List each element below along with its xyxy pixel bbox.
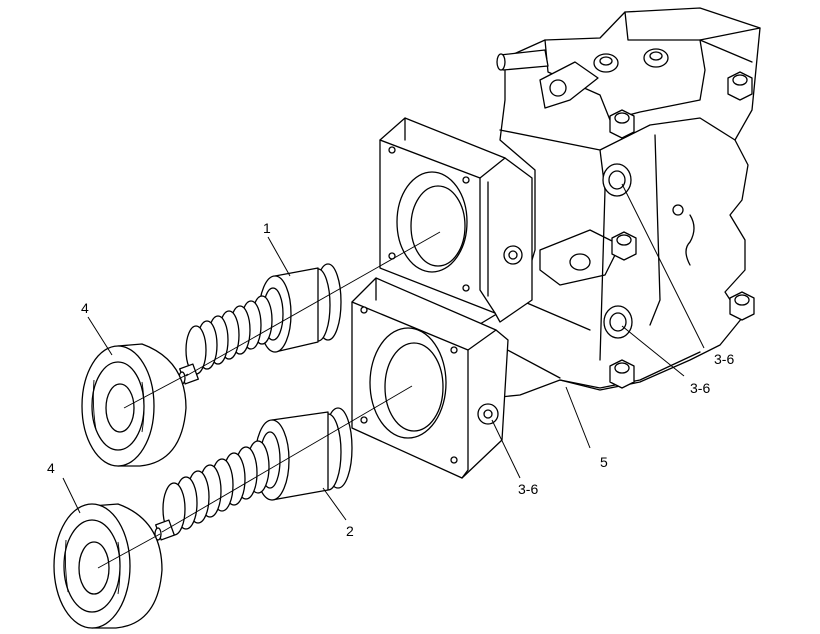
callout-labels: 1 4 4 2 5 3-6 3-6 3-6 bbox=[47, 220, 734, 539]
valve-spring-assembly-2 bbox=[154, 407, 353, 541]
bolt-mid bbox=[611, 231, 637, 261]
housing-bolts bbox=[593, 48, 755, 389]
ring-part-4-lower bbox=[53, 503, 163, 629]
callout-leaders bbox=[62, 183, 705, 521]
valve-spring-assembly-1 bbox=[178, 263, 342, 385]
callout-5: 5 bbox=[600, 454, 608, 470]
upper-flange-housing bbox=[379, 117, 533, 323]
fitting-lower bbox=[603, 305, 633, 339]
bolt-upper-front bbox=[609, 109, 635, 139]
callout-4-upper: 4 bbox=[81, 300, 89, 316]
bolt-lower-right bbox=[729, 291, 755, 321]
lower-flange-housing bbox=[351, 277, 509, 479]
fitting-upper bbox=[602, 163, 632, 197]
bolt-top-mid bbox=[643, 48, 669, 68]
assembly-centerlines bbox=[97, 231, 441, 569]
callout-4-lower: 4 bbox=[47, 460, 55, 476]
bolt-lower-front bbox=[609, 359, 635, 389]
pump-housing bbox=[469, 7, 761, 401]
callout-1: 1 bbox=[263, 220, 271, 236]
callout-3-6-lower-fitting: 3-6 bbox=[690, 380, 710, 396]
callout-3-6-upper-fitting: 3-6 bbox=[714, 351, 734, 367]
ring-part-4-upper bbox=[81, 343, 187, 467]
callout-3-6-lower-flange: 3-6 bbox=[518, 481, 538, 497]
bolt-top-right bbox=[727, 71, 753, 101]
bolt-top-left bbox=[593, 53, 619, 73]
callout-2: 2 bbox=[346, 523, 354, 539]
